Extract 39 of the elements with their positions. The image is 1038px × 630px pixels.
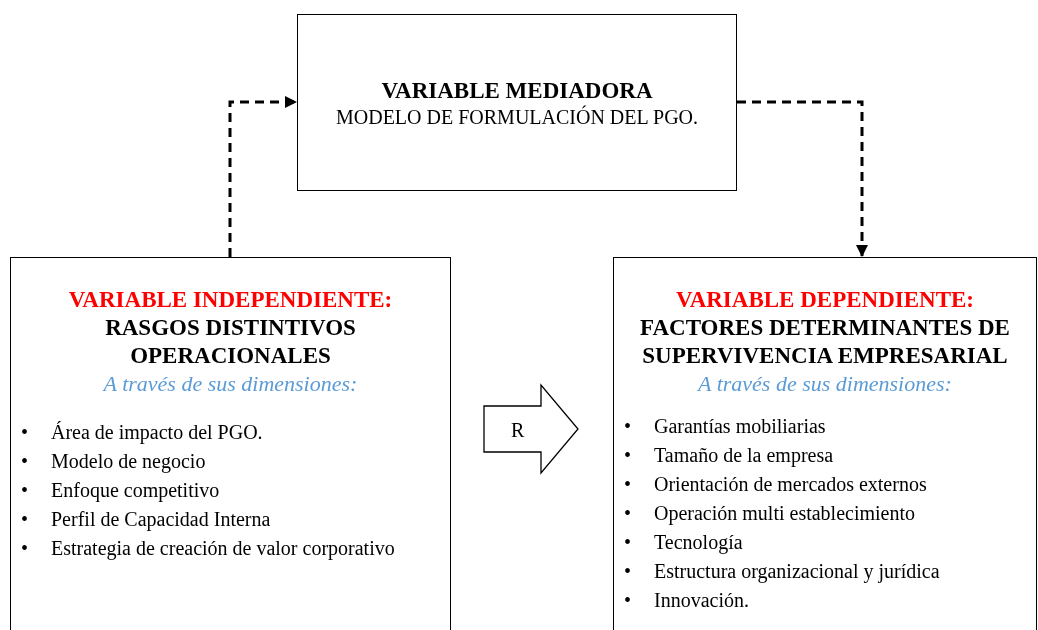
- bullet-item: Tecnología: [654, 531, 743, 553]
- bullet-point: •: [624, 414, 631, 439]
- bullet-point: •: [624, 472, 631, 497]
- bullet-item: Tamaño de la empresa: [654, 444, 834, 466]
- bullet-point: •: [624, 588, 631, 613]
- bullet-item: Enfoque competitivo: [51, 479, 220, 501]
- bullet-item: Área de impacto del PGO.: [51, 421, 263, 443]
- bullet-point: •: [21, 507, 28, 532]
- dimensions-intro: A través de sus dimensiones:: [696, 370, 953, 398]
- mediator-box: [297, 14, 737, 191]
- variable-heading: VARIABLE INDEPENDIENTE:: [67, 286, 394, 314]
- variable-title: RASGOS DISTINTIVOS OPERACIONALES: [104, 314, 357, 370]
- bullet-item: Orientación de mercados externos: [654, 473, 927, 495]
- bullet-item: Garantías mobiliarias: [654, 415, 826, 437]
- variable-heading: VARIABLE DEPENDIENTE:: [675, 286, 975, 314]
- bullet-item: Estrategia de creación de valor corporativo: [51, 537, 395, 559]
- bullet-point: •: [624, 443, 631, 468]
- bullet-point: •: [624, 501, 631, 526]
- bullet-point: •: [21, 449, 28, 474]
- variable-box: [613, 257, 1037, 630]
- variable-title: FACTORES DETERMINANTES DE SUPERVIVENCIA EMPRESARIAL: [639, 314, 1011, 370]
- bullet-item: Estructura organizacional y jurídica: [654, 560, 940, 582]
- bullet-item: Operación multi establecimiento: [654, 502, 916, 524]
- bullet-point: •: [624, 530, 631, 555]
- box-subtitle: MODELO DE FORMULACIÓN DEL PGO.: [335, 105, 699, 129]
- dimensions-intro: A través de sus dimensiones:: [101, 370, 359, 398]
- box-title: VARIABLE MEDIADORA: [380, 77, 654, 105]
- bullet-point: •: [21, 478, 28, 503]
- dashed-arrow: [737, 100, 868, 257]
- dashed-arrow: [228, 96, 297, 257]
- block-arrow: [483, 383, 579, 475]
- edge-label: R: [511, 418, 525, 442]
- bullet-point: •: [624, 559, 631, 584]
- variable-box: [10, 257, 451, 630]
- bullet-item: Modelo de negocio: [51, 450, 206, 472]
- bullet-item: Innovación.: [654, 589, 749, 611]
- bullet-item: Perfil de Capacidad Interna: [51, 508, 271, 530]
- bullet-point: •: [21, 420, 28, 445]
- bullet-point: •: [21, 536, 28, 561]
